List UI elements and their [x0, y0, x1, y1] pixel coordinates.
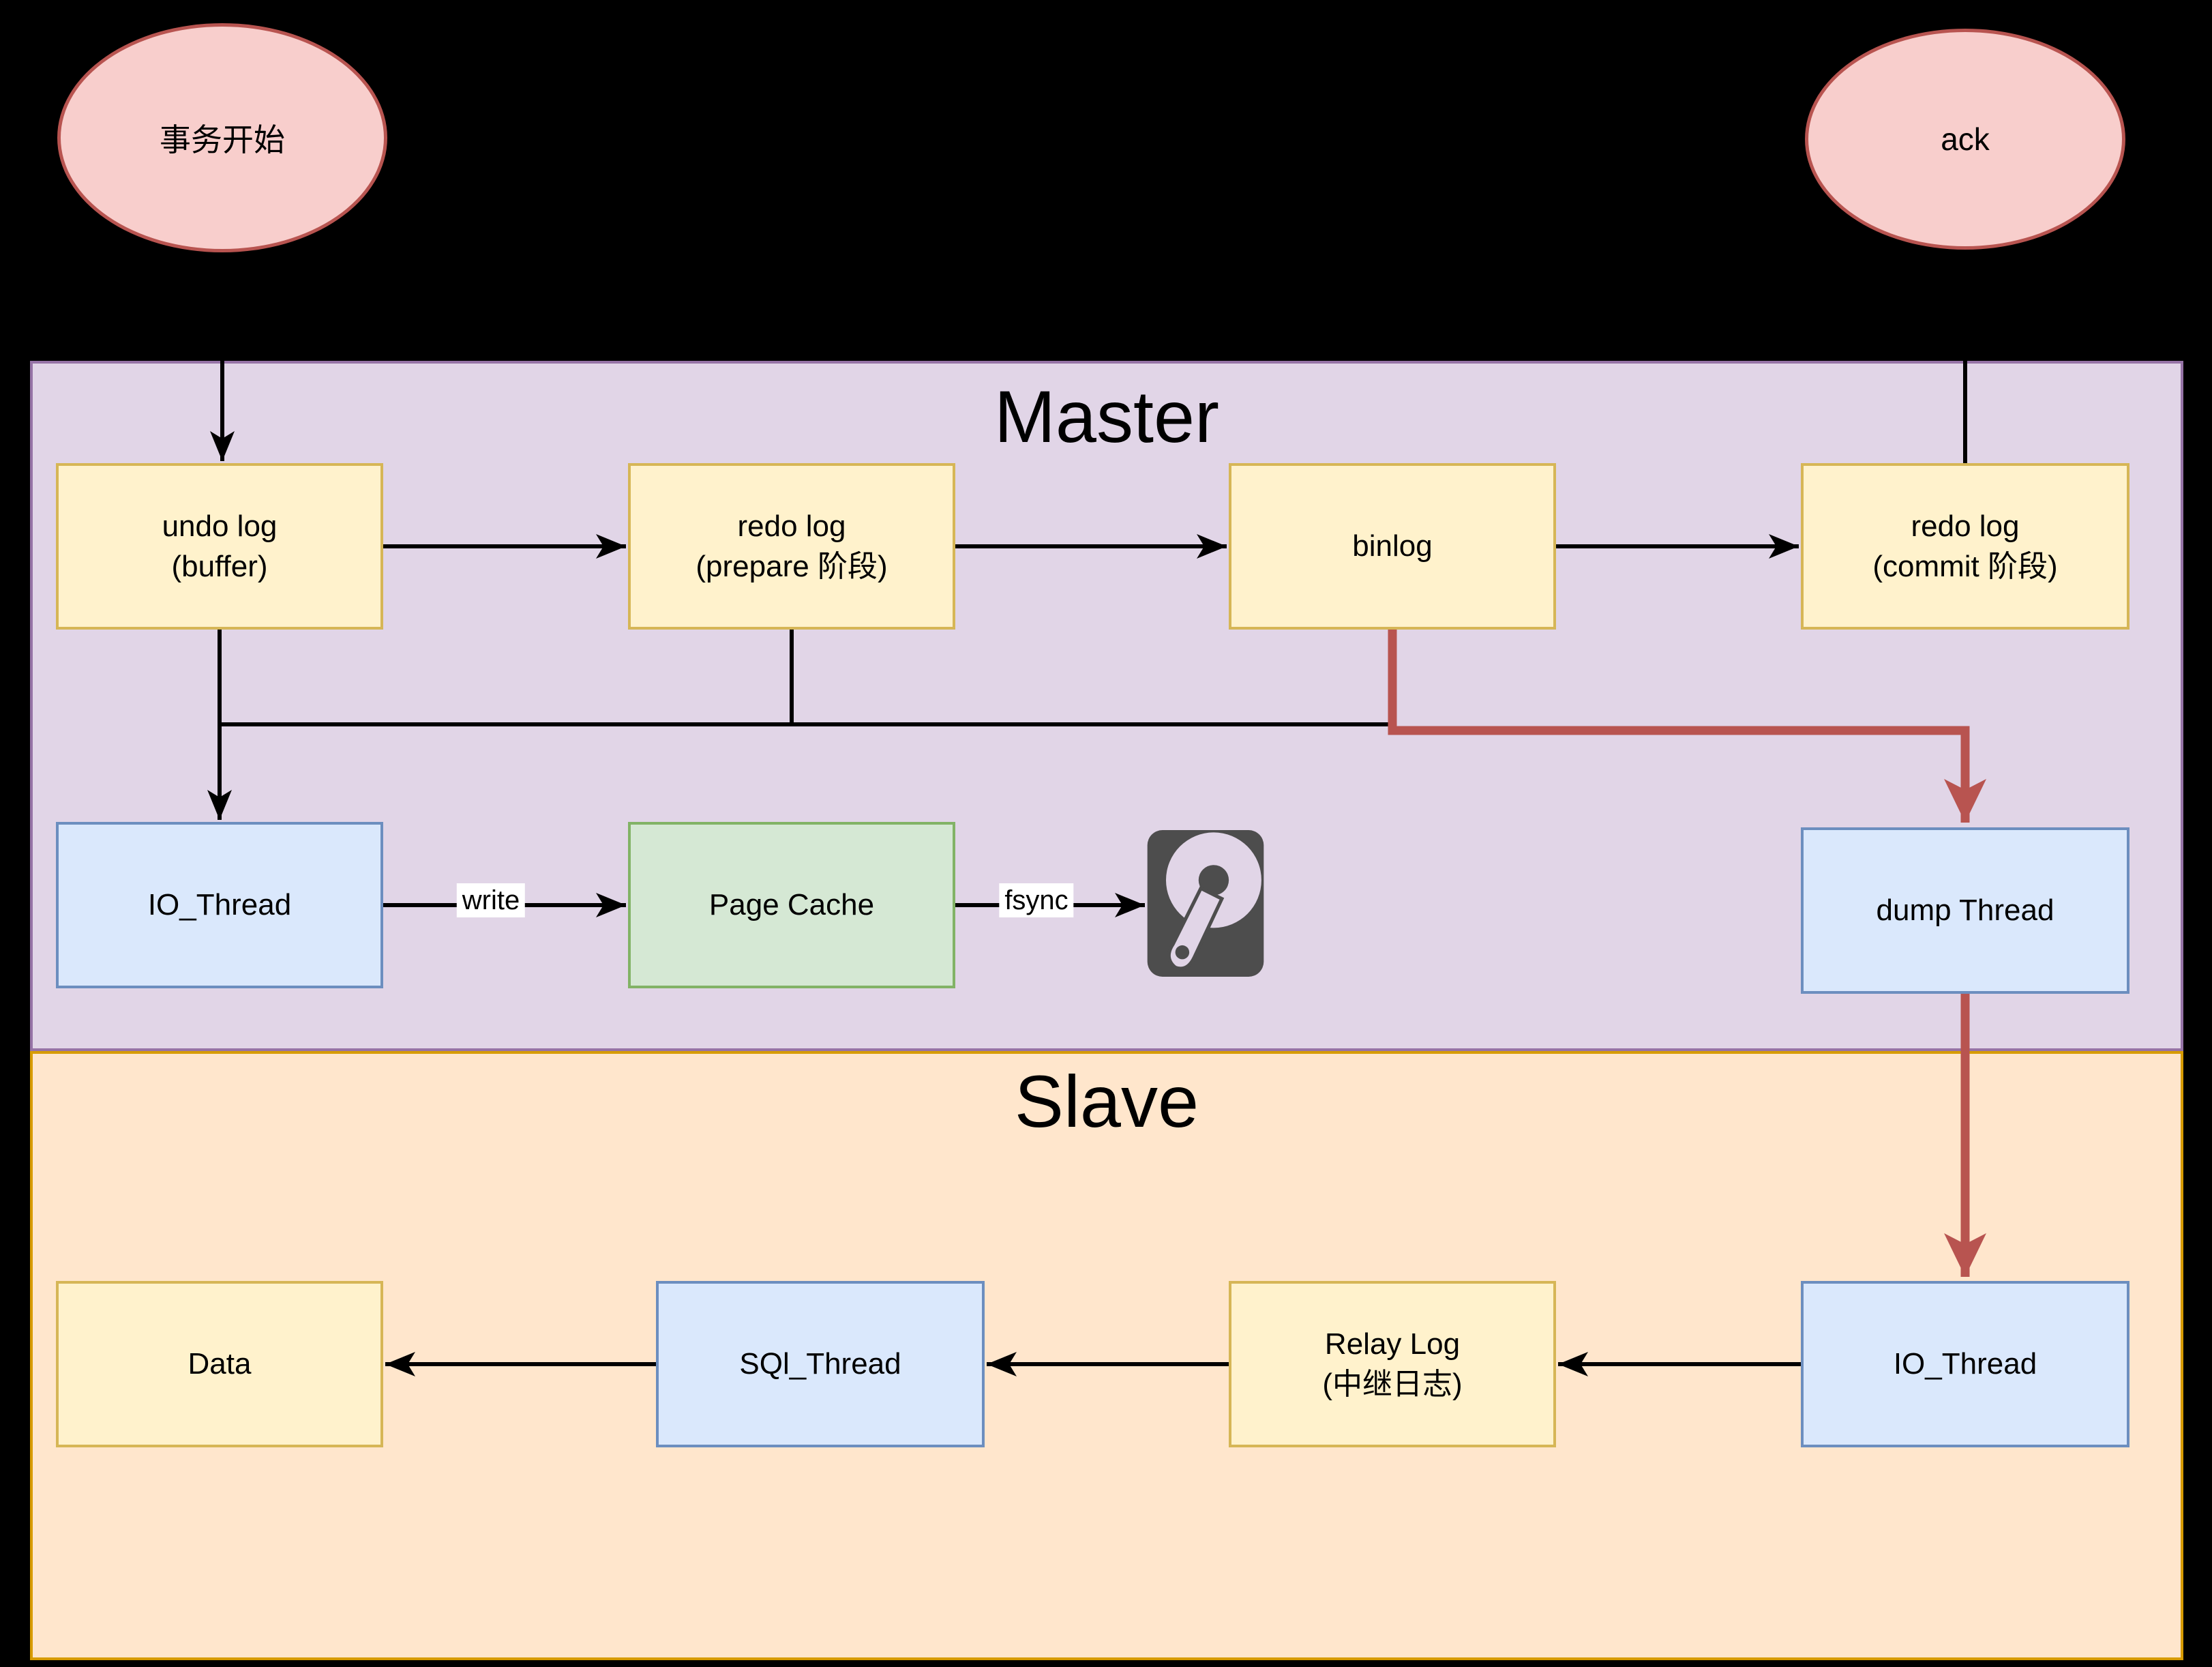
data-label: Data: [188, 1347, 252, 1381]
binlog-label: binlog: [1352, 529, 1433, 563]
transaction-start-label: 事务开始: [160, 122, 285, 158]
undo-log-label: undo log (buffer): [162, 509, 278, 583]
node-binlog: binlog: [1229, 463, 1556, 630]
node-io-thread-master: IO_Thread: [56, 822, 383, 988]
redo-log-commit-label: redo log (commit 阶段): [1872, 509, 2058, 583]
transaction-start-ellipse: 事务开始: [57, 23, 387, 252]
node-data: Data: [56, 1281, 383, 1447]
sql-thread-label: SQl_Thread: [739, 1347, 901, 1381]
node-dump-thread: dump Thread: [1801, 827, 2129, 994]
ack-label: ack: [1941, 121, 1990, 157]
hard-disk-icon: [1147, 830, 1264, 977]
relay-log-label: Relay Log (中继日志): [1322, 1327, 1463, 1401]
node-redo-log-prepare: redo log (prepare 阶段): [628, 463, 955, 630]
dump-thread-label: dump Thread: [1876, 894, 2054, 928]
redo-log-prepare-label: redo log (prepare 阶段): [696, 509, 888, 583]
write-edge-label: write: [456, 883, 526, 917]
node-sql-thread: SQl_Thread: [656, 1281, 985, 1447]
node-relay-log: Relay Log (中继日志): [1229, 1281, 1556, 1447]
io-thread-slave-label: IO_Thread: [1893, 1347, 2037, 1381]
page-cache-label: Page Cache: [708, 888, 875, 922]
fsync-edge-label: fsync: [999, 883, 1074, 917]
node-redo-log-commit: redo log (commit 阶段): [1801, 463, 2129, 630]
io-thread-master-label: IO_Thread: [147, 888, 292, 922]
node-io-thread-slave: IO_Thread: [1801, 1281, 2129, 1447]
node-page-cache: Page Cache: [628, 822, 955, 988]
node-undo-log: undo log (buffer): [56, 463, 383, 630]
ack-ellipse: ack: [1805, 29, 2125, 250]
